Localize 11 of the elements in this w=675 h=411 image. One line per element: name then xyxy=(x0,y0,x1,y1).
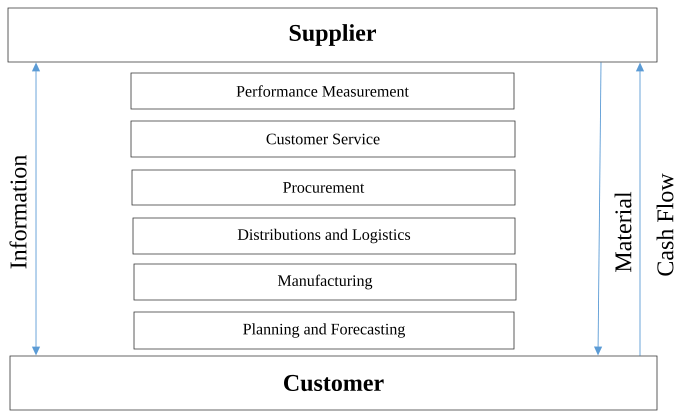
edge-label: Material xyxy=(614,192,632,272)
process-box: Procurement xyxy=(132,170,516,206)
process-box: Distributions and Logistics xyxy=(132,218,516,254)
process-box: Manufacturing xyxy=(134,264,516,300)
process-box: Supplier xyxy=(8,8,658,62)
process-box: Performance Measurement xyxy=(130,72,514,110)
process-box: Customer xyxy=(10,356,658,410)
process-box: Planning and Forecasting xyxy=(134,312,514,350)
edge-label: Cash Flow xyxy=(656,173,674,276)
edge-label: Information xyxy=(9,155,27,268)
process-box: Customer Service xyxy=(130,120,516,158)
